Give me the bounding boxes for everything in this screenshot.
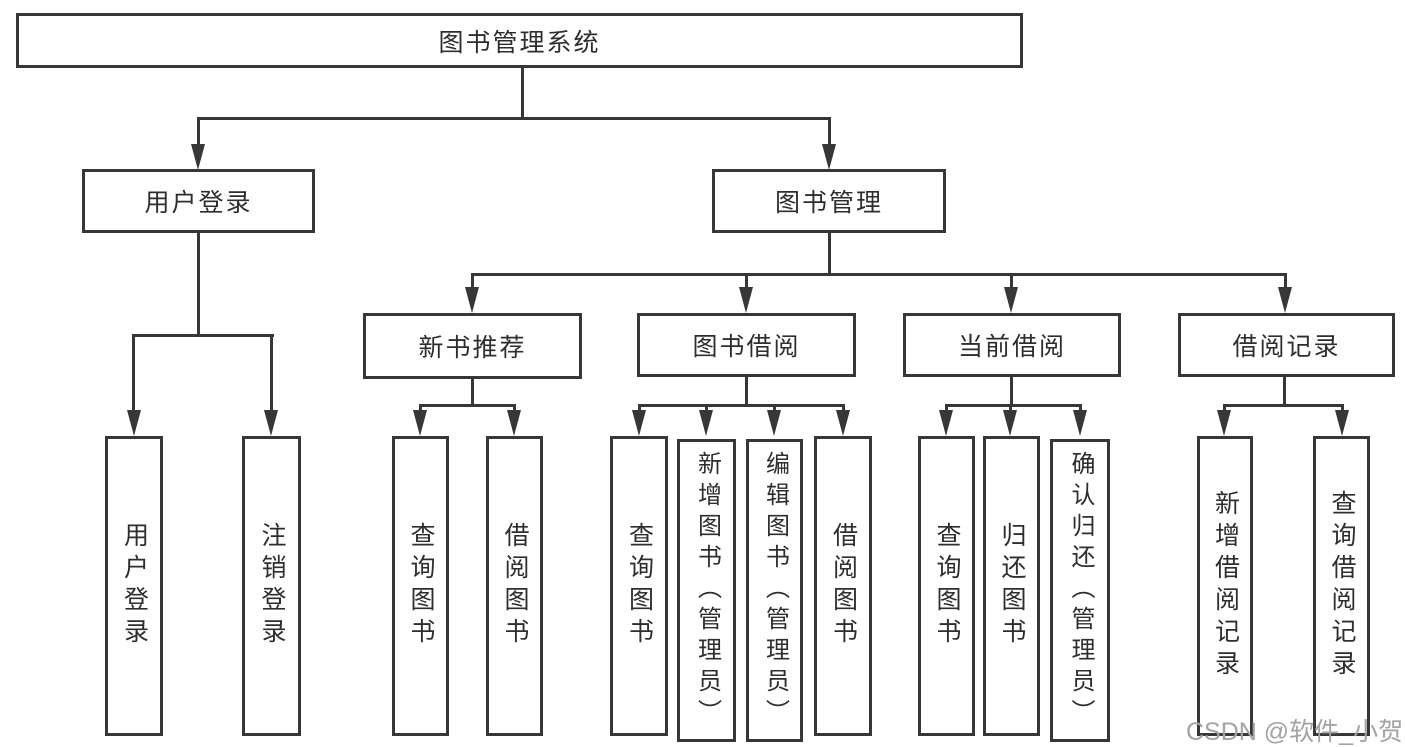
node-new-book-recommendation-label: 新书推荐 — [418, 334, 527, 362]
edge-drop-query-borrowing — [638, 404, 641, 414]
edge-drop-add-books — [705, 404, 708, 414]
leaf-borrow-books-borrowing: 借阅图书 — [814, 436, 872, 736]
watermark: CSDN @软件_小贺同学 — [1186, 718, 1405, 746]
leaf-edit-books-admin-label: 编辑图书（管理员） — [761, 451, 789, 730]
node-root-label: 图书管理系统 — [438, 28, 601, 57]
leaf-add-borrow-record-label: 新增借阅记录 — [1211, 490, 1240, 682]
leaf-confirm-return-admin: 确认归还（管理员） — [1050, 439, 1110, 742]
edge-user-login-bar — [132, 334, 274, 337]
leaf-query-borrow-record: 查询借阅记录 — [1313, 436, 1370, 736]
edge-drop-borrowing-records — [1284, 273, 1287, 289]
arrowhead-query-current — [939, 410, 953, 436]
edge-drop-add-record — [1223, 404, 1226, 414]
leaf-query-books-recommend: 查询图书 — [392, 436, 449, 736]
arrowhead-book-management — [822, 144, 836, 170]
leaf-confirm-return-admin-label: 确认归还（管理员） — [1067, 451, 1094, 730]
leaf-user-login-label: 用户登录 — [120, 522, 149, 650]
leaf-logout-login: 注销登录 — [242, 436, 301, 736]
leaf-user-login: 用户登录 — [105, 436, 163, 736]
node-current-borrowing: 当前借阅 — [903, 313, 1121, 377]
node-borrowing-records-label: 借阅记录 — [1232, 333, 1341, 361]
arrowhead-add-books — [699, 410, 713, 436]
arrowhead-leaf-user-login — [127, 410, 141, 436]
edge-book-management-stem — [828, 232, 831, 276]
arrowhead-leaf-logout — [264, 410, 278, 436]
edge-drop-book-borrowing — [745, 273, 748, 289]
edge-drop-leaf-logout — [270, 334, 273, 412]
edge-drop-query-current — [945, 404, 948, 414]
edge-drop-user-login — [197, 117, 200, 147]
arrowhead-borrow-recommend — [507, 410, 521, 436]
edge-current-borrowing-bar — [945, 404, 1082, 407]
leaf-borrow-books-recommend-label: 借阅图书 — [501, 522, 529, 650]
arrowhead-book-borrowing — [739, 287, 753, 313]
edge-drop-edit-books — [773, 404, 776, 414]
edge-root-stem — [521, 68, 524, 120]
edge-user-login-stem — [197, 232, 200, 337]
node-user-login: 用户登录 — [82, 169, 315, 233]
edge-book-borrowing-bar — [638, 404, 845, 407]
arrowhead-borrowing-records — [1278, 287, 1292, 313]
edge-drop-current-borrowing — [1010, 273, 1013, 289]
leaf-query-books-borrowing-label: 查询图书 — [625, 522, 654, 650]
arrowhead-confirm-return — [1073, 410, 1087, 436]
arrowhead-query-record — [1335, 410, 1349, 436]
arrowhead-query-borrowing — [632, 410, 646, 436]
node-borrowing-records: 借阅记录 — [1178, 313, 1395, 377]
leaf-query-books-current-label: 查询图书 — [933, 522, 961, 650]
edge-drop-borrow-recommend — [513, 404, 516, 414]
edge-drop-query-recommend — [419, 404, 422, 414]
leaf-borrow-books-recommend: 借阅图书 — [486, 436, 543, 736]
edge-book-management-bar — [471, 273, 1287, 276]
edge-current-borrowing-stem — [1010, 377, 1013, 407]
arrowhead-user-login — [191, 144, 205, 170]
arrowhead-new-book — [465, 287, 479, 313]
arrowhead-return-books — [1003, 410, 1017, 436]
edge-borrowing-records-stem — [1283, 377, 1286, 407]
node-new-book-recommendation: 新书推荐 — [363, 313, 582, 379]
node-root: 图书管理系统 — [16, 13, 1023, 68]
leaf-query-borrow-record-label: 查询借阅记录 — [1328, 490, 1356, 682]
edge-drop-leaf-user-login — [132, 334, 135, 412]
edge-drop-book-management — [828, 117, 831, 147]
leaf-query-books-recommend-label: 查询图书 — [407, 522, 435, 650]
node-book-management-label: 图书管理 — [774, 189, 883, 217]
edge-book-borrowing-stem — [745, 377, 748, 407]
edge-drop-new-book — [471, 273, 474, 289]
edge-new-book-stem — [471, 377, 474, 407]
leaf-return-books: 归还图书 — [983, 436, 1040, 736]
leaf-add-borrow-record: 新增借阅记录 — [1197, 436, 1253, 736]
arrowhead-add-record — [1217, 410, 1231, 436]
node-book-borrowing: 图书借阅 — [637, 313, 856, 377]
arrowhead-query-recommend — [413, 410, 427, 436]
edge-borrowing-records-bar — [1223, 404, 1344, 407]
leaf-logout-login-label: 注销登录 — [258, 522, 286, 650]
leaf-add-books-admin: 新增图书（管理员） — [677, 439, 736, 742]
leaf-edit-books-admin: 编辑图书（管理员） — [746, 439, 803, 742]
leaf-return-books-label: 归还图书 — [998, 522, 1026, 650]
edge-drop-query-record — [1341, 404, 1344, 414]
arrowhead-edit-books — [767, 410, 781, 436]
leaf-query-books-current: 查询图书 — [918, 436, 975, 736]
edge-drop-borrow-borrowing — [842, 404, 845, 414]
node-current-borrowing-label: 当前借阅 — [957, 333, 1066, 361]
leaf-query-books-borrowing: 查询图书 — [610, 436, 668, 736]
edge-new-book-bar — [419, 404, 516, 407]
arrowhead-borrow-borrowing — [836, 410, 850, 436]
node-book-borrowing-label: 图书借阅 — [692, 333, 801, 361]
edge-drop-confirm-return — [1079, 404, 1082, 414]
edge-root-bar — [197, 117, 831, 120]
node-user-login-label: 用户登录 — [144, 189, 253, 217]
leaf-borrow-books-borrowing-label: 借阅图书 — [829, 522, 858, 650]
leaf-add-books-admin-label: 新增图书（管理员） — [693, 451, 721, 730]
arrowhead-current-borrowing — [1004, 287, 1018, 313]
edge-drop-return-books — [1009, 404, 1012, 414]
node-book-management: 图书管理 — [712, 169, 946, 233]
